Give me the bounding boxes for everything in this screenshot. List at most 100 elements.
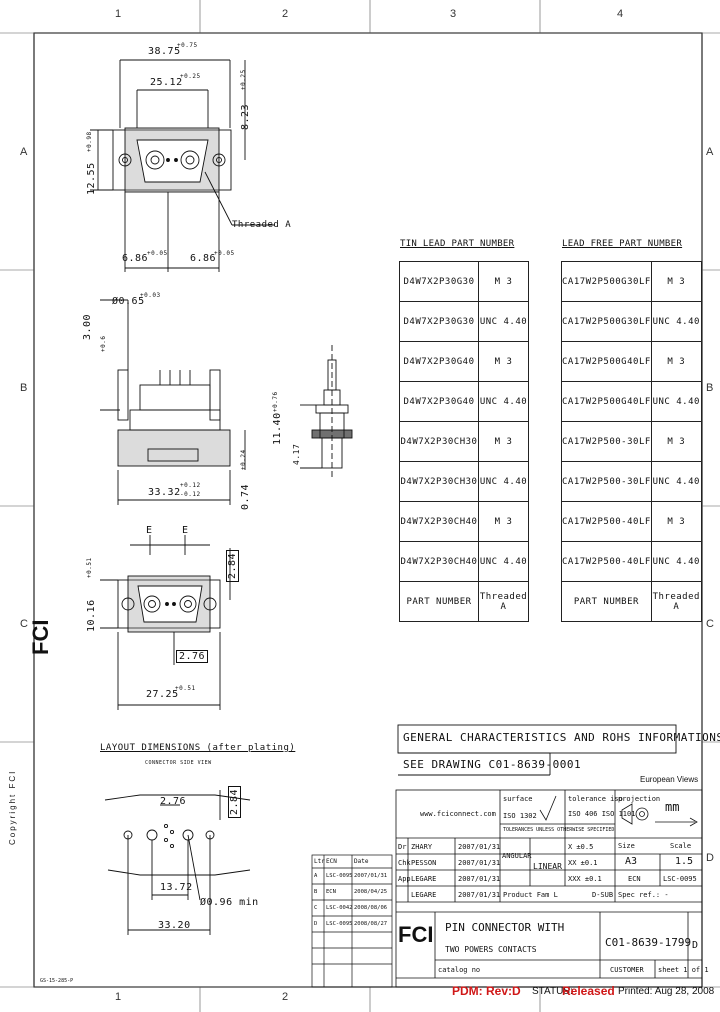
dim-pin-len-tol: +0.6 [100, 335, 107, 352]
layout-title: LAYOUT DIMENSIONS (after plating) [100, 743, 296, 753]
date-2: 2007/01/31 [458, 859, 501, 867]
dim-pin-dia-tol: +0.03 [140, 292, 161, 299]
scale-value: 1.5 [675, 856, 694, 867]
dim-side-width: 33.32 [148, 487, 181, 498]
customer-label: CUSTOMER [610, 966, 644, 974]
dim-section-height: 10.16 [86, 599, 97, 632]
title-line2: TWO POWERS CONTACTS [445, 945, 537, 954]
surface-label: surface [503, 795, 533, 803]
name-2: PESSON [411, 859, 437, 867]
zone-row-c-right: C [706, 618, 714, 630]
tol-row-2: XX ±0.1 [568, 859, 598, 867]
revision-cell: 2008/08/27 [354, 921, 388, 927]
general-line2: SEE DRAWING C01-8639-0001 [403, 758, 582, 771]
dim-side-width-tol2: -0.12 [180, 491, 201, 498]
dim-top-inner-tol: +0.25 [180, 73, 201, 80]
thread-cell: Threaded A [478, 581, 529, 622]
tol-row-3: XXX ±0.1 [568, 875, 602, 883]
layout-total: 33.20 [158, 920, 191, 931]
thread-label: Threaded A [232, 220, 292, 230]
dim-top-width-tol: +0.75 [177, 42, 198, 49]
thread-cell: M 3 [478, 421, 529, 462]
form-number: GS-15-285-P [40, 978, 74, 984]
thread-cell: UNC 4.40 [650, 381, 702, 422]
part-number-cell: CA17W2P500-40LF [561, 501, 652, 542]
part-number-cell: CA17W2P500-40LF [561, 541, 652, 582]
revision-cell: 2008/08/06 [354, 905, 388, 911]
dim-top-right-offset-tol: +0.05 [214, 250, 235, 257]
part-number-cell: D4W7X2P30G30 [399, 261, 479, 302]
thread-cell: Threaded A [650, 581, 702, 622]
dim-top-height: 12.55 [86, 162, 97, 195]
surface-check [539, 795, 557, 821]
tolerance-value: ISO 406 ISO 1101 [568, 810, 636, 818]
layout-subtitle: CONNECTOR SIDE VIEW [145, 760, 212, 766]
part-number-cell: D4W7X2P30CH40 [399, 541, 479, 582]
revision-cell: D [314, 921, 318, 927]
zone-col-2-top: 2 [282, 8, 289, 20]
thread-cell: UNC 4.40 [478, 381, 529, 422]
zone-row-b-right: B [706, 382, 714, 394]
date-4: 2007/01/31 [458, 891, 501, 899]
general-line1: GENERAL CHARACTERISTICS AND ROHS INFORMA… [403, 731, 720, 744]
top-view-drawing [90, 59, 275, 272]
angular-label: ANGULAR [502, 852, 532, 860]
dim-side-height-tol: +0.24 [240, 449, 247, 470]
ecn-label: ECN [628, 875, 641, 883]
thread-cell: M 3 [650, 261, 702, 302]
name-1: ZHARY [411, 843, 433, 851]
surface-value: ISO 1302 [503, 812, 537, 820]
revision-cell: A [314, 873, 318, 879]
dim-top-width: 38.75 [148, 46, 181, 57]
thread-cell: M 3 [478, 341, 529, 382]
dim-profile-small: 4.17 [292, 443, 301, 465]
name-4: LEGARE [411, 891, 437, 899]
part-number-cell: D4W7X2P30CH30 [399, 461, 479, 502]
zone-row-b-left: B [20, 382, 28, 394]
part-number-cell: D4W7X2P30CH40 [399, 501, 479, 542]
tol-row-1: X ±0.5 [568, 843, 594, 851]
revision-cell: 2008/04/25 [354, 889, 388, 895]
zone-col-2-bottom: 2 [282, 991, 289, 1003]
revision-letter: D [692, 940, 699, 951]
dim-side-width-tol: +0.12 [180, 482, 201, 489]
dim-profile-height-tol: +0.76 [272, 391, 279, 412]
dim-top-left-offset-tol: +0.05 [147, 250, 168, 257]
role-chk: Chk [398, 859, 411, 867]
layout-mid: 13.72 [160, 882, 193, 893]
scale-label: Scale [670, 842, 692, 850]
role-dr: Dr [398, 843, 407, 851]
section-mark-left: E [146, 525, 153, 536]
revision-cell: 2007/01/31 [354, 873, 388, 879]
part-number-cell: CA17W2P500G30LF [561, 301, 652, 342]
projection-label: projection [618, 795, 661, 803]
thread-cell: M 3 [478, 501, 529, 542]
part-number-cell: PART NUMBER [399, 581, 479, 622]
dim-top-inner: 25.12 [150, 77, 183, 88]
part-number-cell: D4W7X2P30G30 [399, 301, 479, 342]
layout-right: 2.84 [228, 785, 241, 818]
fci-logo-vertical: FCI [28, 619, 53, 655]
part-number-cell: CA17W2P500-30LF [561, 461, 652, 502]
zone-col-4-top: 4 [617, 8, 624, 20]
thread-cell: UNC 4.40 [478, 541, 529, 582]
section-mark-right: E [182, 525, 189, 536]
size-value: A3 [625, 856, 638, 867]
size-label: Size [618, 842, 635, 850]
revision-header: ECN [326, 858, 337, 865]
copyright-label: Copyright FCI [8, 769, 17, 845]
zone-col-3-top: 3 [450, 8, 457, 20]
revision-cell: ECN [326, 889, 336, 895]
